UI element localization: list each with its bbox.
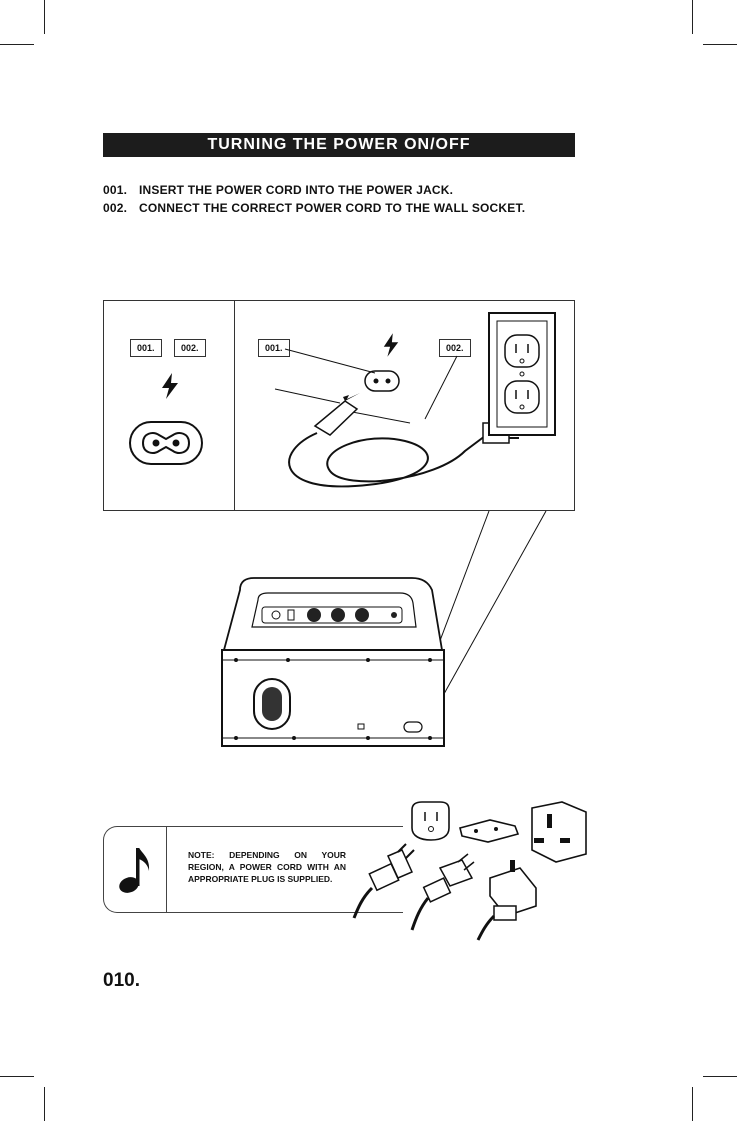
crop-mark (703, 1076, 737, 1077)
cord-illustration (274, 312, 556, 488)
figure-label: 002. (439, 339, 471, 357)
speaker-illustration (221, 577, 445, 747)
note-divider (166, 827, 167, 912)
crop-mark (44, 1087, 45, 1121)
step-number: 001. (103, 183, 128, 197)
lightning-bolt-icon (162, 373, 178, 399)
panel-divider (234, 301, 235, 510)
power-connection-figure: 001. 002. 001. 002. (103, 300, 575, 511)
crop-mark (44, 0, 45, 34)
steps-list: 001. INSERT THE POWER CORD INTO THE POWER… (103, 181, 525, 217)
crop-mark (703, 44, 737, 45)
lightning-bolt-icon (383, 333, 399, 357)
figure-label: 002. (174, 339, 206, 357)
step-item: 002. CONNECT THE CORRECT POWER CORD TO TH… (103, 199, 525, 217)
figure-label: 001. (130, 339, 162, 357)
regional-plugs-illustration (352, 801, 587, 941)
crop-mark (0, 44, 34, 45)
crop-mark (692, 1087, 693, 1121)
power-jack-icon (129, 421, 203, 465)
step-item: 001. INSERT THE POWER CORD INTO THE POWER… (103, 181, 525, 199)
step-text: INSERT THE POWER CORD INTO THE POWER JAC… (139, 183, 454, 197)
page-number: 010. (103, 970, 140, 991)
crop-mark (692, 0, 693, 34)
music-note-icon (119, 848, 150, 893)
step-number: 002. (103, 201, 128, 215)
step-text: CONNECT THE CORRECT POWER CORD TO THE WA… (139, 201, 526, 215)
note-text: NOTE: DEPENDING ON YOUR REGION, A POWER … (188, 850, 346, 884)
note-box: NOTE: DEPENDING ON YOUR REGION, A POWER … (103, 826, 403, 913)
section-title: TURNING THE POWER ON/OFF (103, 133, 575, 157)
figure-label: 001. (258, 339, 290, 357)
crop-mark (0, 1076, 34, 1077)
